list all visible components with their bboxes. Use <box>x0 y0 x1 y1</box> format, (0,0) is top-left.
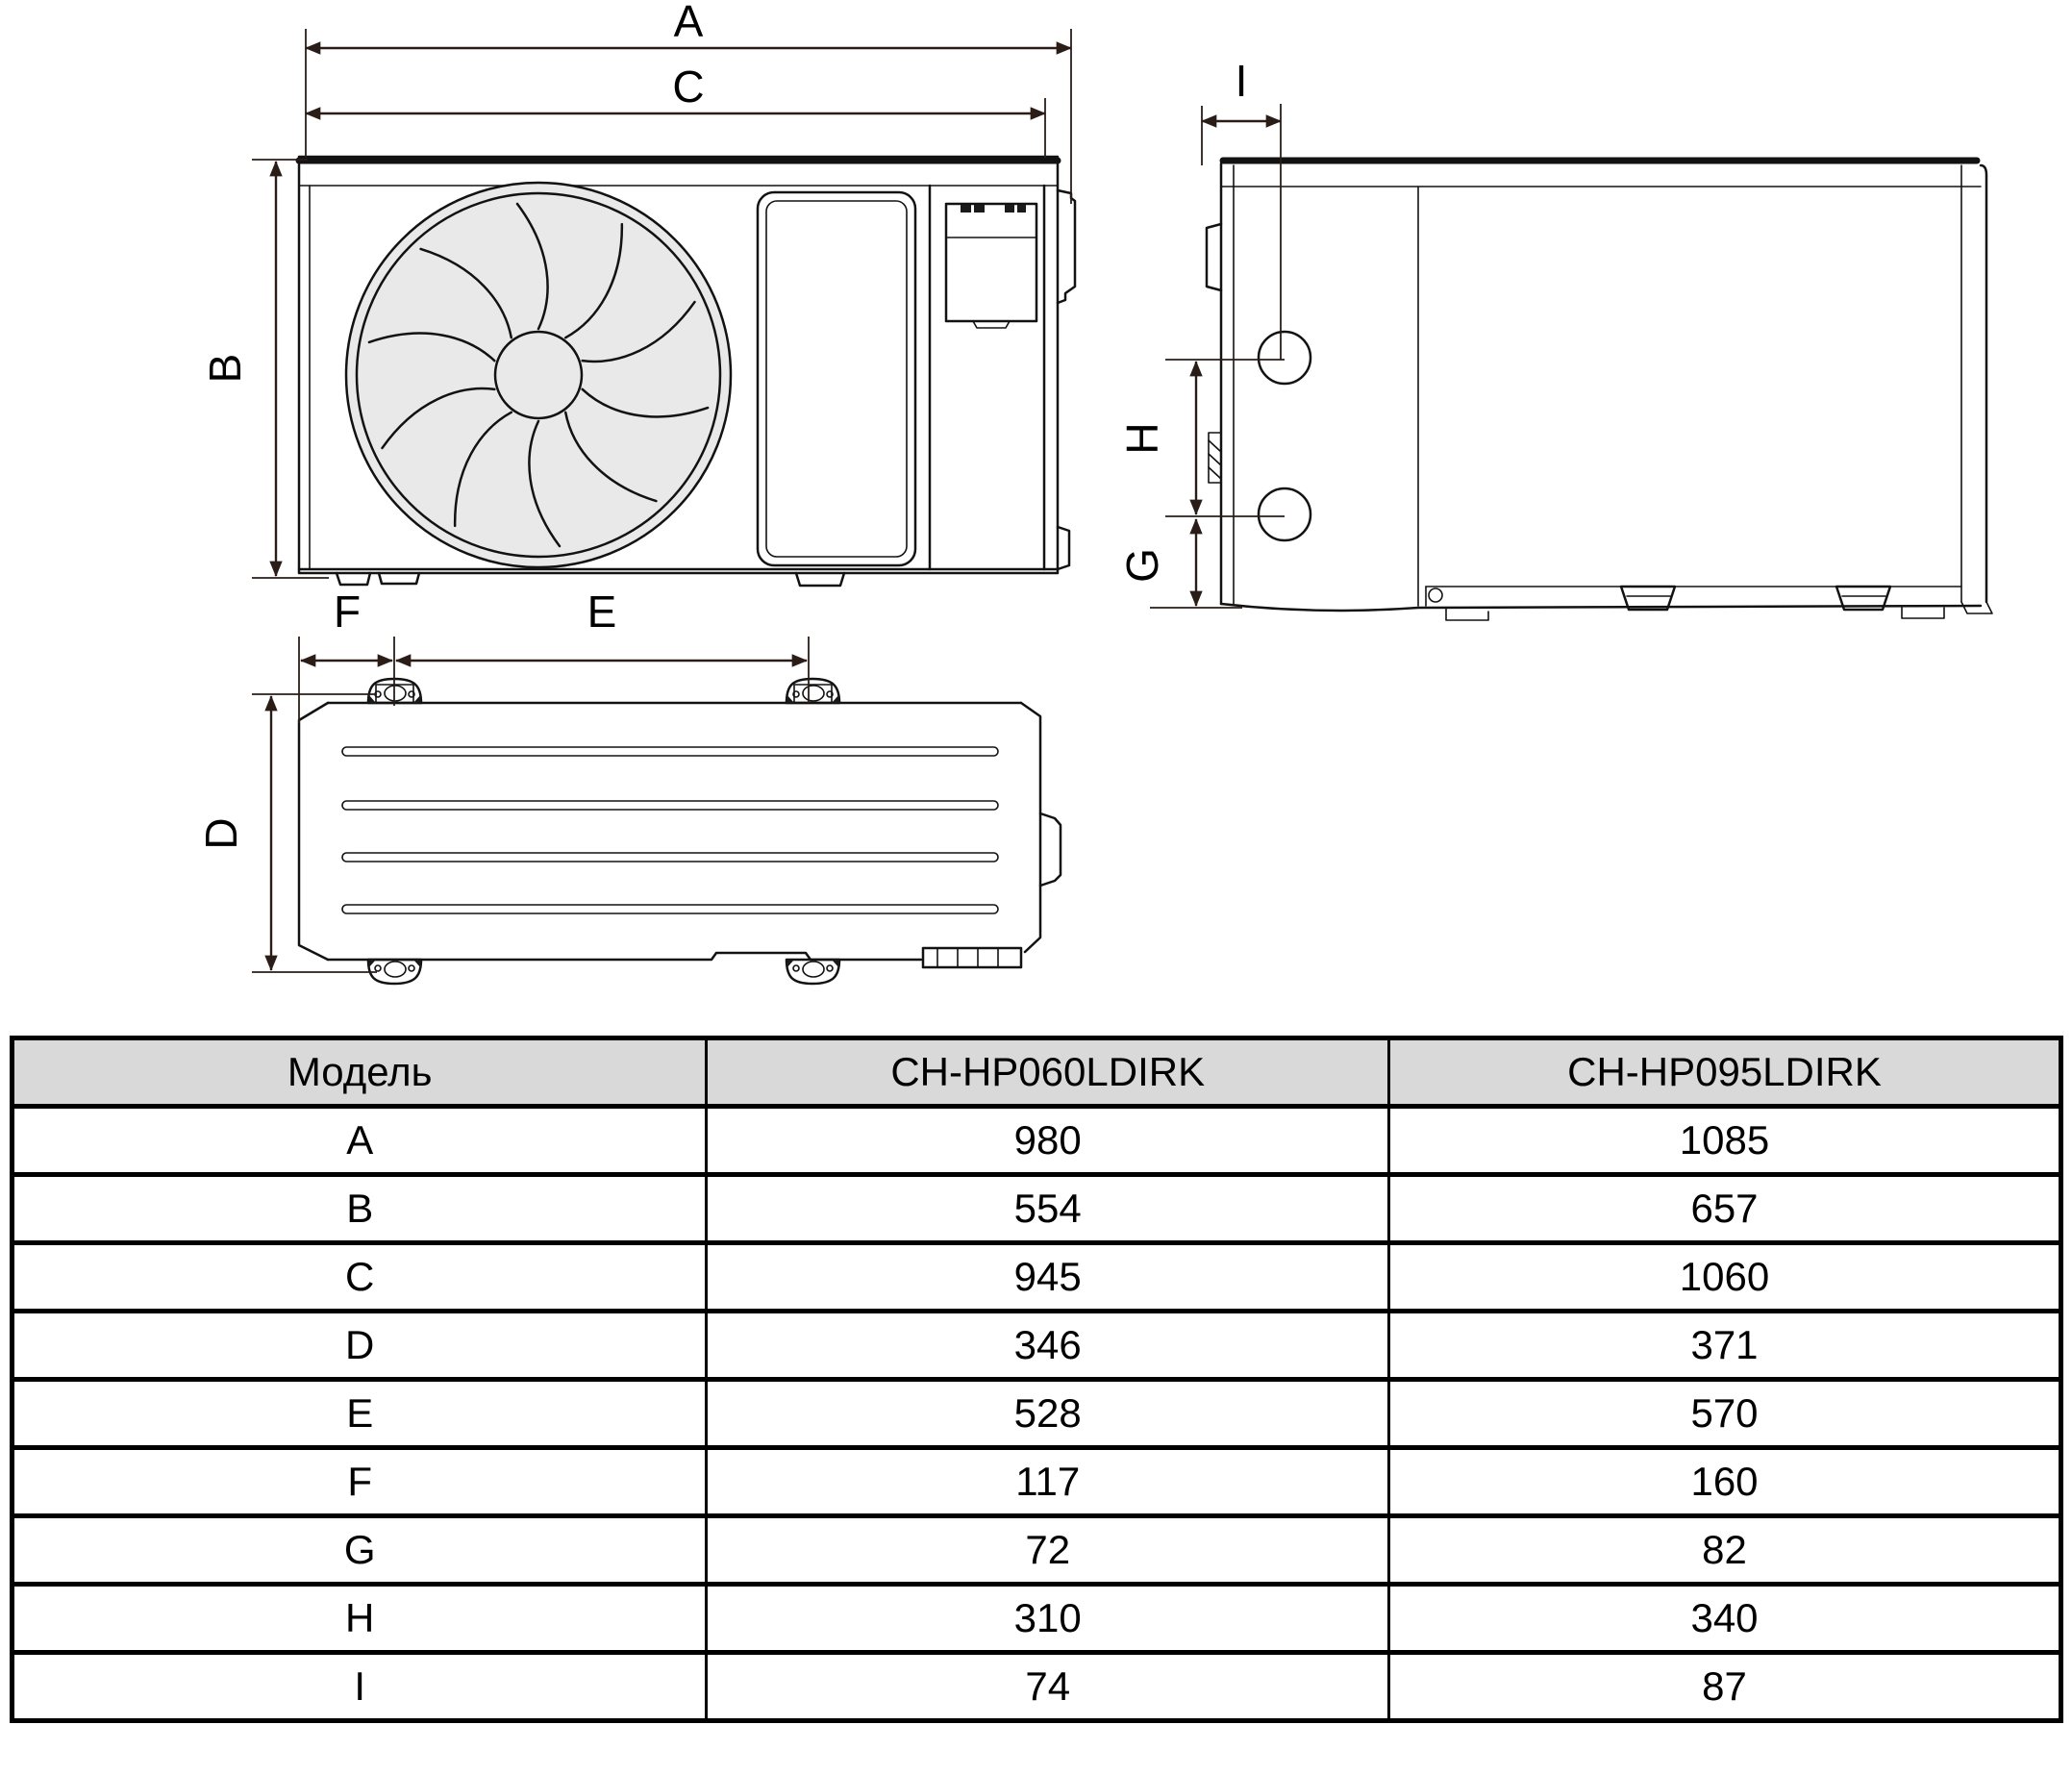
dim-value-cell: 1060 <box>1387 1240 2062 1313</box>
header-model-1: CH-HP060LDIRK <box>705 1036 1391 1109</box>
table-row: C 945 1060 <box>10 1240 2062 1313</box>
dim-label-cell: C <box>10 1240 709 1313</box>
side-view: I H G <box>1117 56 1993 621</box>
top-view-right-tab <box>1038 812 1062 888</box>
dimension-c: C <box>305 62 1046 158</box>
dim-value-cell: 980 <box>705 1104 1391 1177</box>
dim-label-cell: B <box>10 1172 709 1245</box>
top-view-feet-top <box>366 677 841 705</box>
dim-label-cell: I <box>10 1650 709 1723</box>
dimension-f: F <box>298 587 395 723</box>
fan <box>344 181 733 569</box>
table-row: I 74 87 <box>10 1650 2062 1723</box>
dim-b-label: B <box>200 354 250 384</box>
dim-value-cell: 554 <box>705 1172 1391 1245</box>
dim-value-cell: 657 <box>1387 1172 2062 1245</box>
table-row: B 554 657 <box>10 1172 2062 1245</box>
dim-value-cell: 371 <box>1387 1309 2062 1382</box>
dim-value-cell: 945 <box>705 1240 1391 1313</box>
dim-i-label: I <box>1236 56 1248 106</box>
dim-label-cell: H <box>10 1582 709 1655</box>
dim-a-label: A <box>674 0 704 46</box>
top-view-feet-bottom <box>366 958 841 986</box>
dimension-e: E <box>395 587 810 703</box>
dim-g-label: G <box>1117 548 1167 583</box>
table-header-row: Модель CH-HP060LDIRK CH-HP095LDIRK <box>10 1036 2062 1109</box>
top-view: F E D <box>196 587 1062 986</box>
dim-value-cell: 87 <box>1387 1650 2062 1723</box>
dim-c-label: C <box>672 62 704 112</box>
dimension-i: I <box>1201 56 1282 360</box>
lower-pipe-hole <box>1257 487 1312 542</box>
header-model: Модель <box>10 1036 709 1109</box>
table-row: G 72 82 <box>10 1513 2062 1587</box>
front-view: A C B <box>200 0 1077 588</box>
table-row: F 117 160 <box>10 1445 2062 1518</box>
dim-value-cell: 74 <box>705 1650 1391 1723</box>
unit-dimension-diagram: A C B <box>196 0 1993 986</box>
dim-value-cell: 310 <box>705 1582 1391 1655</box>
dim-label-cell: A <box>10 1104 709 1177</box>
side-back-bracket <box>1205 222 1223 484</box>
header-model-2: CH-HP095LDIRK <box>1387 1036 2062 1109</box>
dim-value-cell: 117 <box>705 1445 1391 1518</box>
dimensions-table: Модель CH-HP060LDIRK CH-HP095LDIRK A 980… <box>10 1036 2063 1723</box>
dimension-d: D <box>196 693 377 973</box>
dimension-g: G <box>1117 518 1242 609</box>
dim-e-label: E <box>587 587 617 637</box>
fan-blades <box>367 202 710 548</box>
dim-d-label: D <box>196 817 246 849</box>
dim-f-label: F <box>334 587 361 637</box>
front-side-panel <box>756 190 917 567</box>
dim-value-cell: 82 <box>1387 1513 2062 1587</box>
dim-value-cell: 160 <box>1387 1445 2062 1518</box>
table-row: H 310 340 <box>10 1582 2062 1655</box>
table-row: A 980 1085 <box>10 1104 2062 1177</box>
front-feet <box>335 571 846 588</box>
front-body-outline <box>297 155 1060 575</box>
dim-label-cell: E <box>10 1377 709 1450</box>
top-view-bottom-right-bracket <box>921 946 1023 969</box>
dim-value-cell: 1085 <box>1387 1104 2062 1177</box>
dim-value-cell: 346 <box>705 1309 1391 1382</box>
table-row: D 346 371 <box>10 1309 2062 1382</box>
dimension-a: A <box>305 0 1072 204</box>
dim-h-label: H <box>1117 422 1167 454</box>
fan-hub <box>493 330 584 420</box>
upper-pipe-hole <box>1257 330 1312 386</box>
dim-value-cell: 72 <box>705 1513 1391 1587</box>
side-base <box>1219 585 1993 621</box>
front-right-bracket <box>1056 188 1077 571</box>
top-view-slots <box>341 746 999 914</box>
dim-value-cell: 340 <box>1387 1582 2062 1655</box>
dim-label-cell: D <box>10 1309 709 1382</box>
control-box <box>944 202 1038 329</box>
dim-label-cell: F <box>10 1445 709 1518</box>
dim-label-cell: G <box>10 1513 709 1587</box>
dim-value-cell: 528 <box>705 1377 1391 1450</box>
dim-value-cell: 570 <box>1387 1377 2062 1450</box>
dimension-b: B <box>200 159 329 579</box>
table-row: E 528 570 <box>10 1377 2062 1450</box>
dimension-h: H <box>1117 359 1285 517</box>
